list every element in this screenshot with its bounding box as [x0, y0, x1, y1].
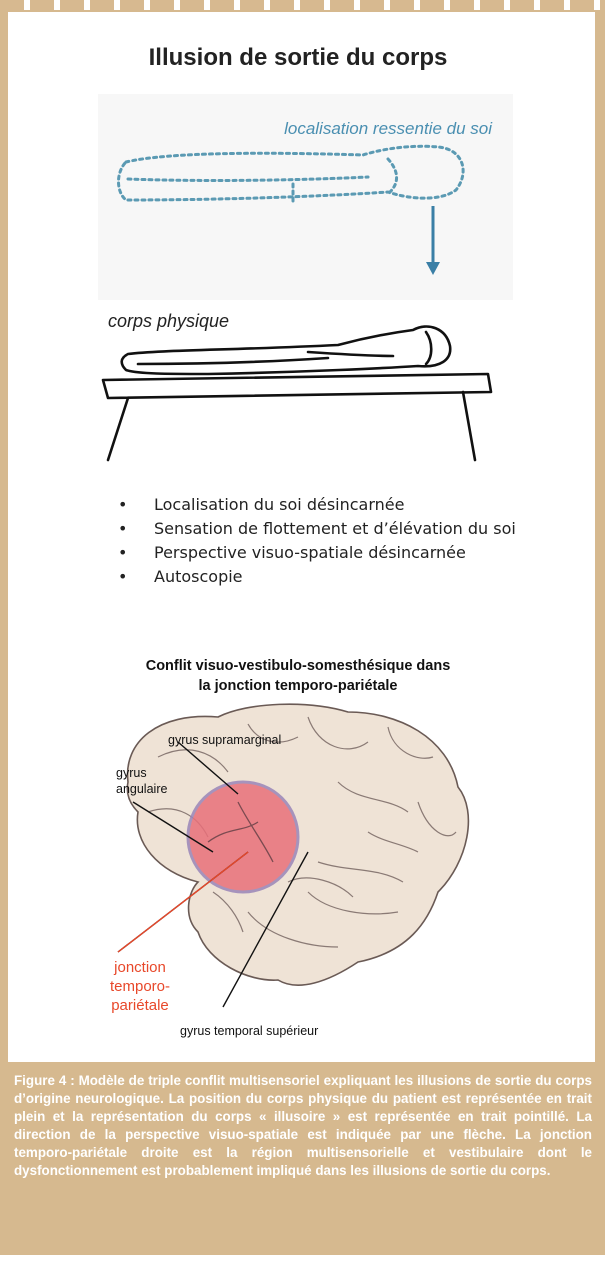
symptom-item: Sensation de flottement et d’élévation d… [118, 518, 518, 540]
figure-caption: Figure 4 : Modèle de triple conflit mult… [14, 1072, 592, 1180]
figure-title: Illusion de sortie du corps [149, 44, 448, 71]
physical-body-label: corps physique [108, 311, 229, 331]
figure-panel: Illusion de sortie du corps localisation… [8, 12, 595, 1062]
illusory-self-label: localisation ressentie du soi [284, 119, 493, 138]
physical-body-drawing [103, 327, 491, 460]
symptom-item: Perspective visuo-spatiale désincarnée [118, 542, 518, 564]
symptom-item: Localisation du soi désincarnée [118, 494, 518, 516]
symptom-list: Localisation du soi désincarnée Sensatio… [118, 494, 518, 590]
top-dashed-border [0, 0, 605, 10]
symptom-item: Autoscopie [118, 566, 518, 588]
